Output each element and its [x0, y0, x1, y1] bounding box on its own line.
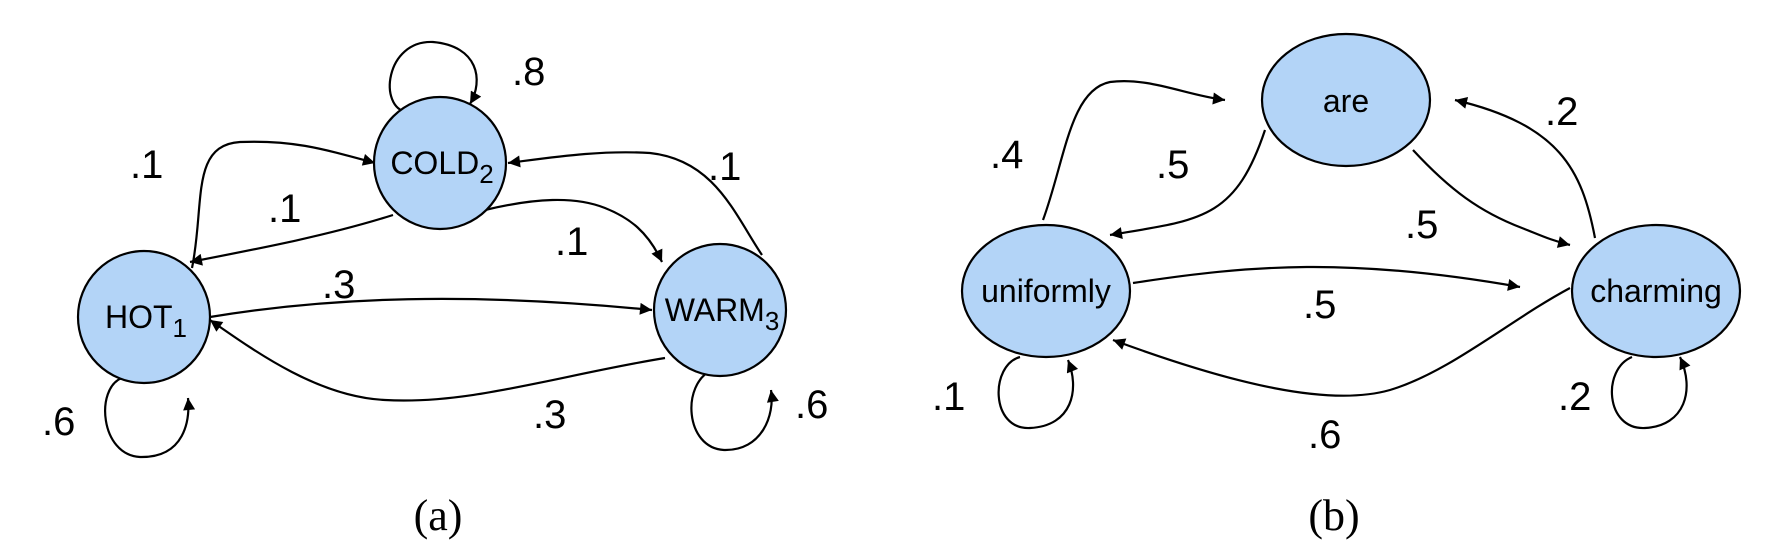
node-cold: COLD2: [372, 95, 508, 231]
edge-warm-to-cold: [507, 151, 763, 256]
edge-cold-to-hot: [189, 213, 394, 266]
node-uniformly: uniformly: [960, 223, 1132, 359]
diagram-b: are uniformly charming .4 .5 .2 .5 .5 .6…: [932, 32, 1742, 540]
caption-a: (a): [414, 491, 463, 540]
svg-text:COLD2: COLD2: [390, 145, 493, 189]
prob-cold-to-warm: .1: [555, 220, 588, 264]
caption-b: (b): [1308, 491, 1359, 540]
prob-hot-to-warm: .3: [322, 263, 355, 307]
prob-are-to-uniformly: .5: [1156, 143, 1189, 187]
prob-uniformly-to-are: .4: [990, 133, 1023, 177]
prob-uniformly-self: .1: [932, 375, 965, 419]
prob-hot-to-cold: .1: [130, 143, 163, 187]
prob-uniformly-to-charming: .5: [1303, 283, 1336, 327]
diagram-a: COLD2 HOT1 WARM3 .8 .1 .1 .1 .1 .3 .3 .6…: [42, 40, 828, 540]
node-charming: charming: [1570, 223, 1742, 359]
edge-are-to-uniformly: [1109, 129, 1267, 239]
edge-are-to-charming: [1412, 149, 1571, 248]
svg-text:charming: charming: [1590, 273, 1722, 309]
svg-text:HOT1: HOT1: [105, 299, 187, 343]
edge-cold-to-warm: [484, 198, 663, 263]
prob-hot-self: .6: [42, 400, 75, 444]
prob-cold-self: .8: [512, 50, 545, 94]
prob-charming-to-uniformly: .6: [1308, 413, 1341, 457]
edge-hot-to-warm: [209, 297, 653, 319]
edge-charming-to-are: [1454, 96, 1597, 239]
node-hot: HOT1: [76, 249, 212, 385]
prob-are-to-charming: .5: [1405, 203, 1438, 247]
edge-cold-self: [388, 40, 482, 114]
prob-warm-self: .6: [795, 383, 828, 427]
prob-warm-to-cold: .1: [708, 145, 741, 189]
prob-cold-to-hot: .1: [268, 187, 301, 231]
svg-text:WARM3: WARM3: [665, 292, 780, 336]
edge-charming-to-uniformly: [1112, 287, 1571, 397]
prob-warm-to-hot: .3: [533, 393, 566, 437]
svg-text:are: are: [1323, 83, 1369, 119]
prob-charming-to-are: .2: [1545, 90, 1578, 134]
edge-hot-to-cold: [190, 140, 376, 269]
node-are: are: [1260, 32, 1432, 168]
prob-charming-self: .2: [1558, 375, 1591, 419]
edge-uniformly-to-are: [1041, 80, 1226, 221]
node-warm: WARM3: [652, 242, 788, 378]
svg-text:uniformly: uniformly: [981, 273, 1111, 309]
edge-uniformly-to-charming: [1132, 265, 1521, 291]
edge-warm-to-hot: [209, 319, 666, 402]
edge-charming-self: [1610, 355, 1691, 430]
edge-uniformly-self: [997, 355, 1079, 430]
edge-warm-self: [690, 368, 779, 452]
edge-hot-self: [104, 376, 196, 459]
